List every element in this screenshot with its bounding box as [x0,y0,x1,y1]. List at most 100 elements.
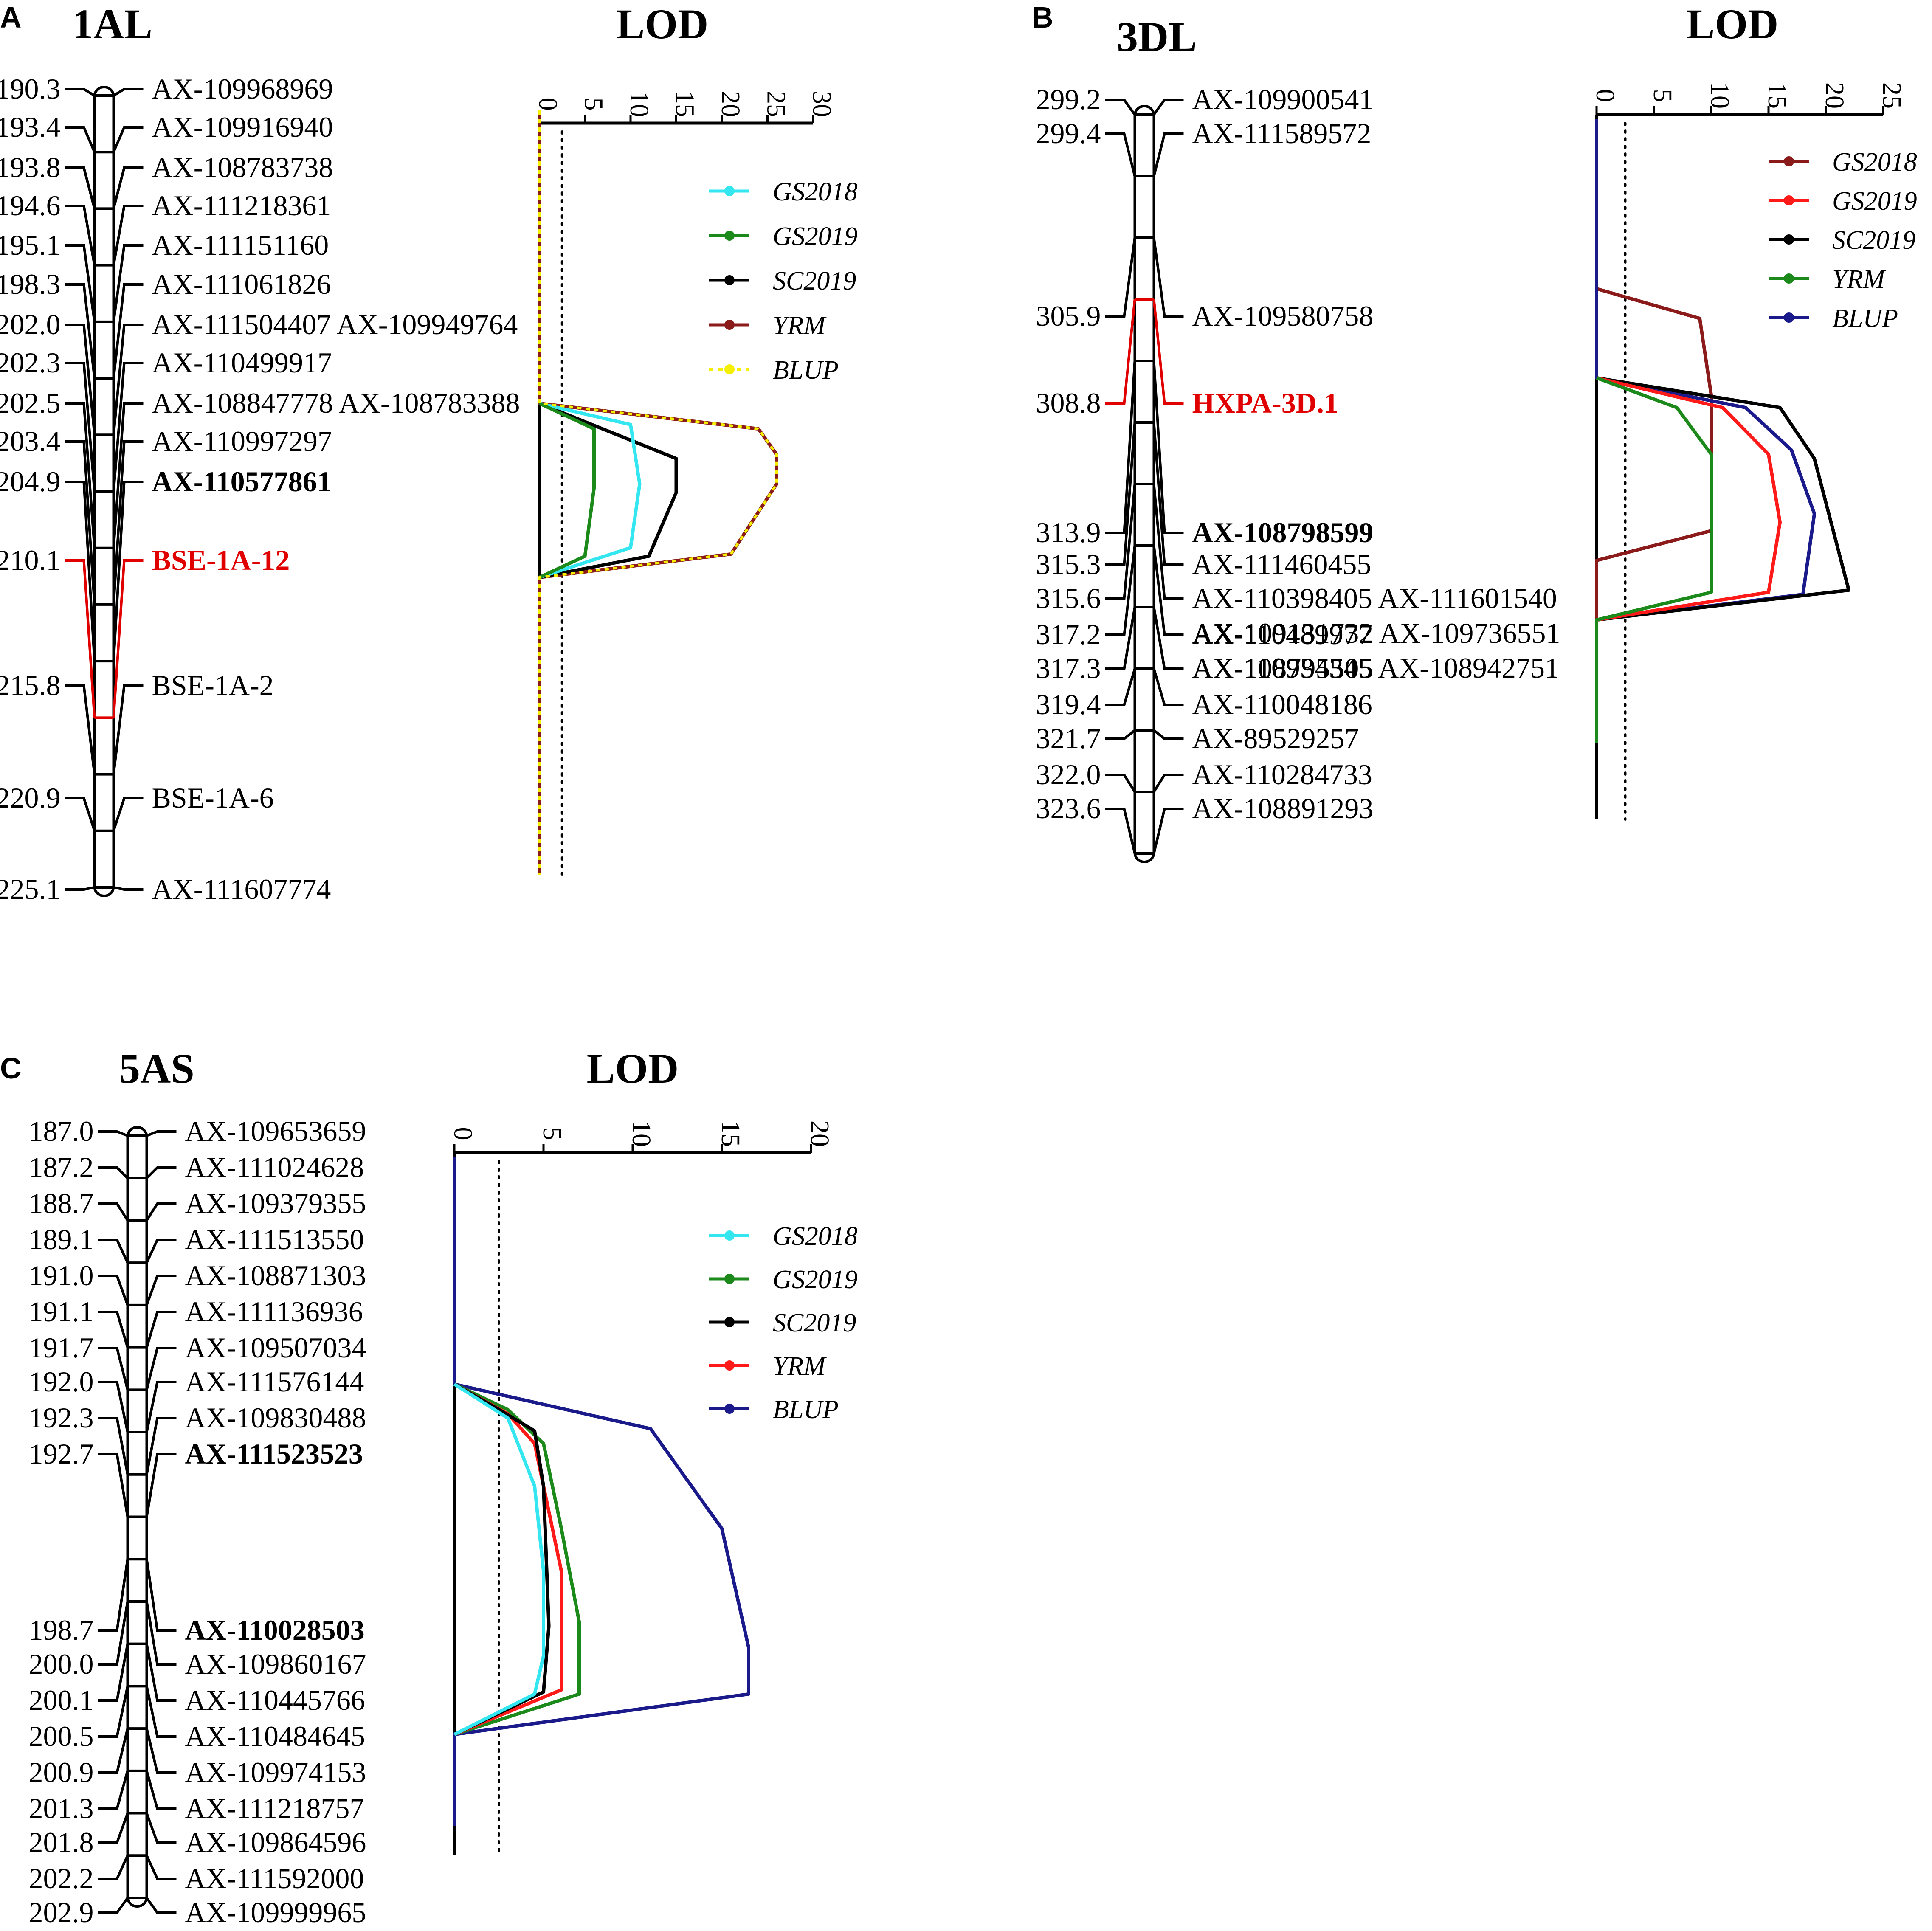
marker-connector-left [1105,422,1136,566]
marker-connector-right [1152,299,1184,405]
marker-position: 201.8 [29,1826,94,1858]
marker-connector-right [1152,607,1184,670]
legend-marker-dot [724,1274,735,1284]
marker-name: AX-110028503 [185,1614,365,1646]
marker-connector-left [65,684,96,774]
marker-connector-right [1152,545,1184,636]
marker-connector-right [146,1166,177,1179]
legend-label: GS2019 [1832,187,1917,216]
marker-position: 200.5 [29,1720,94,1752]
marker-connector-left [98,1381,129,1433]
marker-connector-left [65,244,96,322]
lod-axis-title: LOD [617,0,709,48]
legend-label: YRM [773,311,827,340]
marker-name: AX-110489977 [1192,618,1372,650]
lod-axis-title: LOD [1687,0,1779,48]
marker-position: 204.9 [0,465,61,498]
legend-label: GS2019 [773,1265,858,1294]
marker-name: AX-109580758 [1192,300,1374,332]
marker-connector-left [1105,808,1136,854]
marker-connector-right [1152,668,1184,706]
marker-connector-right [112,362,144,492]
marker-position: 193.4 [0,111,61,143]
panel-letter: B [1032,1,1053,34]
marker-position: 299.4 [1036,117,1101,149]
marker-position: 187.2 [29,1151,94,1183]
marker-connector-left [1105,668,1136,706]
marker-connector-left [98,1166,129,1179]
marker-name: AX-111136936 [185,1295,363,1328]
marker-connector-left [65,283,96,379]
marker-connector-right [1153,99,1184,115]
marker-position: 201.3 [29,1792,94,1824]
marker-connector-left [65,559,96,718]
marker-name: AX-110997297 [152,425,332,457]
marker-connector-right [145,1601,177,1666]
marker-connector-right [1152,808,1184,854]
legend-marker-dot [724,186,735,196]
lod-tick-label: 15 [716,1120,745,1147]
marker-connector-left [98,1855,129,1880]
marker-name: AX-109379355 [185,1187,366,1219]
marker-connector-left [1105,360,1136,534]
marker-name: AX-110934345 AX-108942751 [1192,652,1559,684]
marker-name: AX-108798599 [1192,516,1374,549]
marker-connector-right [1153,729,1184,740]
marker-name: AX-109131732 AX-109736551 [1192,617,1560,649]
legend-label: GS2018 [773,177,858,206]
marker-position: 200.0 [29,1648,94,1680]
marker-name: AX-111504407 AX-109949764 [152,308,518,341]
legend-marker-dot [724,275,735,285]
legend-label: GS2018 [1832,148,1917,177]
marker-name: AX-110445766 [185,1684,365,1716]
marker-connector-left [98,1453,129,1517]
lod-curve-sc2019 [453,1382,551,1736]
lod-tick-label: 25 [1877,82,1906,109]
marker-name: AX-110398405 AX-111601540 [1192,582,1557,614]
marker-connector-right [1152,484,1184,600]
marker-position: 220.9 [0,782,61,814]
legend-label: GS2019 [773,222,858,251]
lod-tick-label: 10 [625,91,653,117]
marker-name: AX-110048186 [1192,688,1372,721]
lod-curve-sc2019 [538,402,678,579]
chromosome-name: 5AS [119,1045,194,1092]
legend-label: YRM [773,1352,827,1381]
marker-connector-left [65,126,96,153]
marker-name: AX-111592000 [185,1862,364,1894]
legend-marker-dot [1784,195,1794,205]
marker-position: 190.3 [0,73,61,105]
marker-name: AX-108795505 [1192,652,1374,684]
marker-name: AX-110499917 [152,346,332,379]
marker-name: AX-111576144 [185,1365,364,1398]
marker-connector-left [65,886,95,891]
marker-connector-right [145,1559,177,1632]
marker-connector-left [65,402,96,548]
lod-tick-label: 25 [762,91,791,117]
marker-connector-right [1152,774,1184,793]
legend-marker-dot [724,320,735,330]
marker-position: 313.9 [1036,516,1101,549]
lod-tick-label: 0 [533,98,562,111]
marker-position: 198.7 [29,1614,94,1646]
marker-position: 319.4 [1036,688,1101,721]
lod-tick-label: 5 [1648,89,1677,102]
marker-name: BSE-1A-12 [152,544,290,576]
marker-connector-right [113,886,144,891]
marker-connector-right [112,797,144,831]
lod-tick-label: 15 [670,91,699,117]
legend-marker-dot [724,364,735,374]
marker-position: 225.1 [0,873,61,905]
marker-position: 193.8 [0,151,61,183]
legend-label: SC2019 [1832,226,1915,255]
marker-position: 192.3 [29,1402,94,1434]
marker-position: 202.0 [0,308,61,341]
marker-name: AX-109968969 [152,73,333,105]
chromosome-name: 3DL [1117,13,1197,60]
legend-label: YRM [1832,265,1886,294]
legend-label: BLUP [1832,304,1898,333]
legend-marker-dot [724,1230,735,1241]
marker-connector-right [145,1813,177,1844]
